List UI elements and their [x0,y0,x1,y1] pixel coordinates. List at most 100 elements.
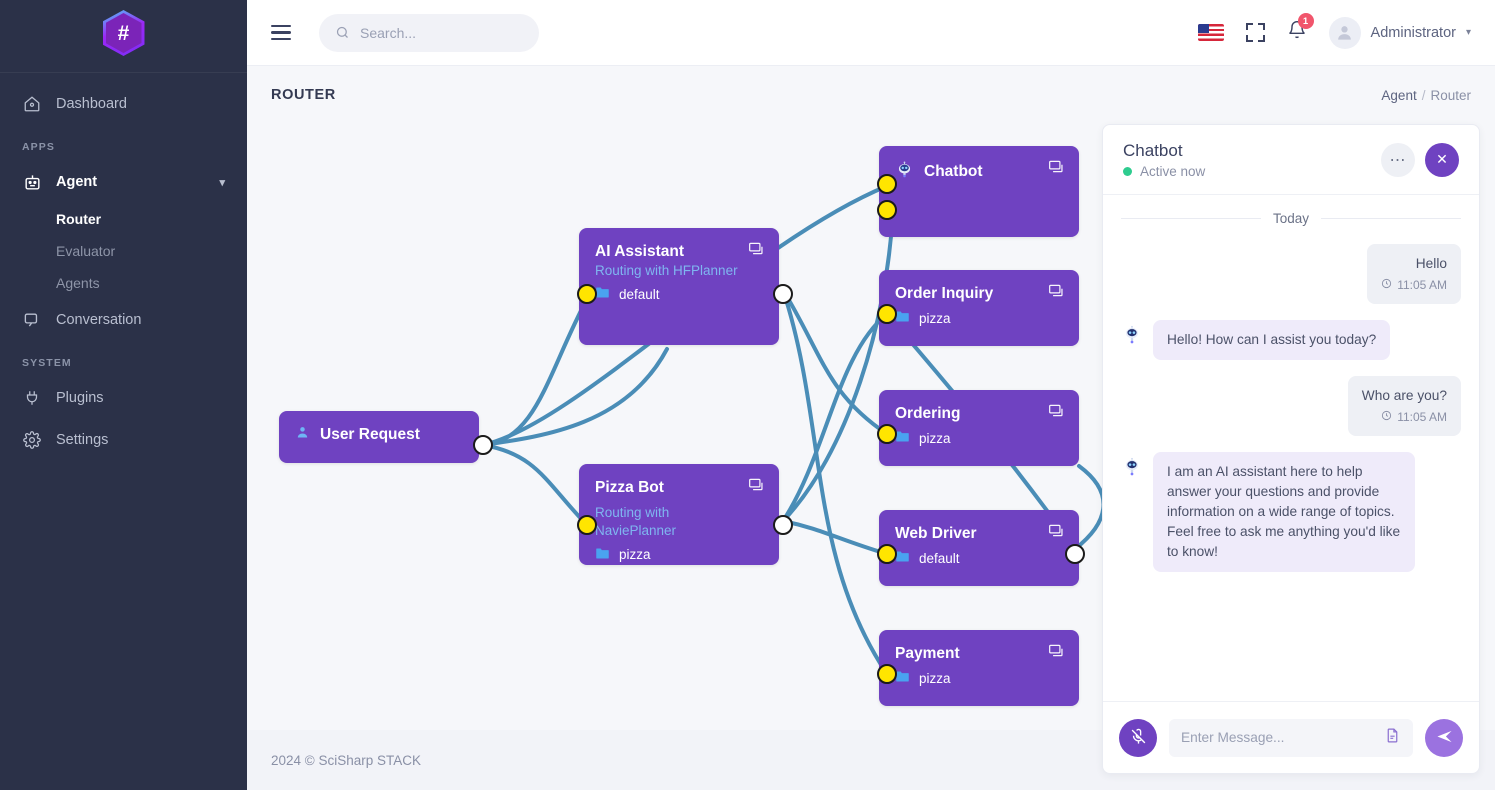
graph-port-p-pizza-in[interactable] [577,515,597,535]
node-message-icon[interactable] [1048,524,1065,539]
node-title: Web Driver [895,525,977,542]
node-message-icon[interactable] [1048,404,1065,419]
search-icon [335,25,350,40]
page-title: ROUTER [271,87,336,103]
sidebar-item-label: Agent [56,174,98,190]
graph-port-p-payment-in[interactable] [877,664,897,684]
chat-icon [22,310,42,330]
bell-icon [1287,21,1307,44]
chat-title: Chatbot [1123,140,1183,160]
sidebar-caption-system: SYSTEM [22,357,72,369]
breadcrumb-parent[interactable]: Agent [1381,87,1417,103]
fullscreen-icon[interactable] [1245,23,1265,42]
search-box[interactable] [319,13,539,52]
chat-more-button[interactable]: ⋯ [1381,142,1415,177]
chat-message: I am an AI assistant here to help answer… [1121,452,1461,572]
chat-status-label: Active now [1140,163,1206,179]
node-message-icon[interactable] [1048,284,1065,299]
node-message-icon[interactable] [1048,644,1065,659]
chat-message-time: 11:05 AM [1381,277,1447,294]
node-folder: pizza [595,547,763,563]
graph-port-p-chatbot-in1[interactable] [877,174,897,194]
us-flag-icon[interactable] [1197,24,1224,41]
robot-icon [22,172,42,192]
graph-port-p-web-out[interactable] [1065,544,1085,564]
node-title: Chatbot [924,162,983,180]
graph-edge [781,288,889,676]
graph-port-p-order-in[interactable] [877,304,897,324]
chat-close-button[interactable]: ✕ [1425,142,1459,177]
sidebar-item-label: Settings [56,432,109,448]
breadcrumb-current: Router [1430,87,1471,103]
graph-edge [781,519,889,556]
document-icon[interactable] [1384,727,1401,749]
close-icon: ✕ [1436,151,1448,167]
graph-node-user-request[interactable]: User Request [279,411,479,463]
status-dot-icon [1123,166,1132,176]
chevron-down-icon[interactable]: ▾ [219,176,225,189]
sidebar-item-dashboard[interactable]: Dashboard [0,83,247,125]
node-message-icon[interactable] [748,478,765,493]
chat-day-label: Today [1272,211,1310,226]
brand-logo[interactable]: # [0,0,247,66]
graph-edge [781,312,889,523]
graph-port-p-chatbot-in2[interactable] [877,200,897,220]
user-icon [295,425,310,445]
sidebar-item-agent[interactable]: Agent ▾ [0,161,247,203]
plug-icon [22,388,42,408]
sidebar-item-plugins[interactable]: Plugins [0,377,247,419]
sidebar-subitem-agents[interactable]: Agents [0,267,247,299]
sidebar-subitem-evaluator[interactable]: Evaluator [0,235,247,267]
graph-edge [481,443,589,527]
graph-edge [781,208,895,523]
graph-port-p-ordering-in[interactable] [877,424,897,444]
chat-message-text: Hello! How can I assist you today? [1167,332,1377,348]
breadcrumb-separator: / [1421,87,1426,103]
sidebar-item-conversation[interactable]: Conversation [0,299,247,341]
chat-status: Active now [1123,164,1205,179]
node-folder-label: pizza [619,547,651,563]
message-input-wrapper[interactable] [1169,718,1413,757]
sidebar-subitem-router[interactable]: Router [0,203,247,235]
send-button[interactable] [1425,718,1463,757]
search-input[interactable] [360,24,523,41]
chat-message-text: Who are you? [1361,388,1447,404]
folder-icon [895,430,910,446]
node-title: AI Assistant [595,243,685,260]
message-input[interactable] [1181,730,1376,745]
chat-time-label: 11:05 AM [1397,277,1447,292]
graph-node-chatbot[interactable]: Chatbot [879,146,1079,237]
hamburger-icon[interactable] [271,24,291,41]
graph-port-p-pizza-out[interactable] [773,515,793,535]
node-message-icon[interactable] [1048,160,1065,175]
chat-composer [1103,701,1479,773]
node-message-icon[interactable] [748,242,765,257]
sidebar-item-settings[interactable]: Settings [0,419,247,461]
sidebar-caption-apps: APPS [22,141,55,153]
page-titlebar: ROUTER Agent/Router [247,66,1495,124]
graph-port-p-web-in[interactable] [877,544,897,564]
node-subtitle: Routing with NaviePlanner [595,505,677,539]
mic-muted-button[interactable] [1119,718,1157,757]
node-folder: default [595,286,763,302]
user-menu[interactable]: Administrator ▾ [1328,16,1471,49]
node-folder: pizza [895,670,1063,686]
chat-bubble: Hello! How can I assist you today? [1153,320,1391,361]
node-title: User Request [320,426,420,443]
notification-bell[interactable]: 1 [1287,13,1314,45]
graph-port-p-user-out[interactable] [473,435,493,455]
graph-port-p-ai-out[interactable] [773,284,793,304]
chevron-down-icon[interactable]: ▾ [1465,27,1471,38]
sidebar-subitem-label: Router [56,211,102,227]
graph-port-p-ai-in[interactable] [577,284,597,304]
node-folder-label: pizza [919,430,951,446]
